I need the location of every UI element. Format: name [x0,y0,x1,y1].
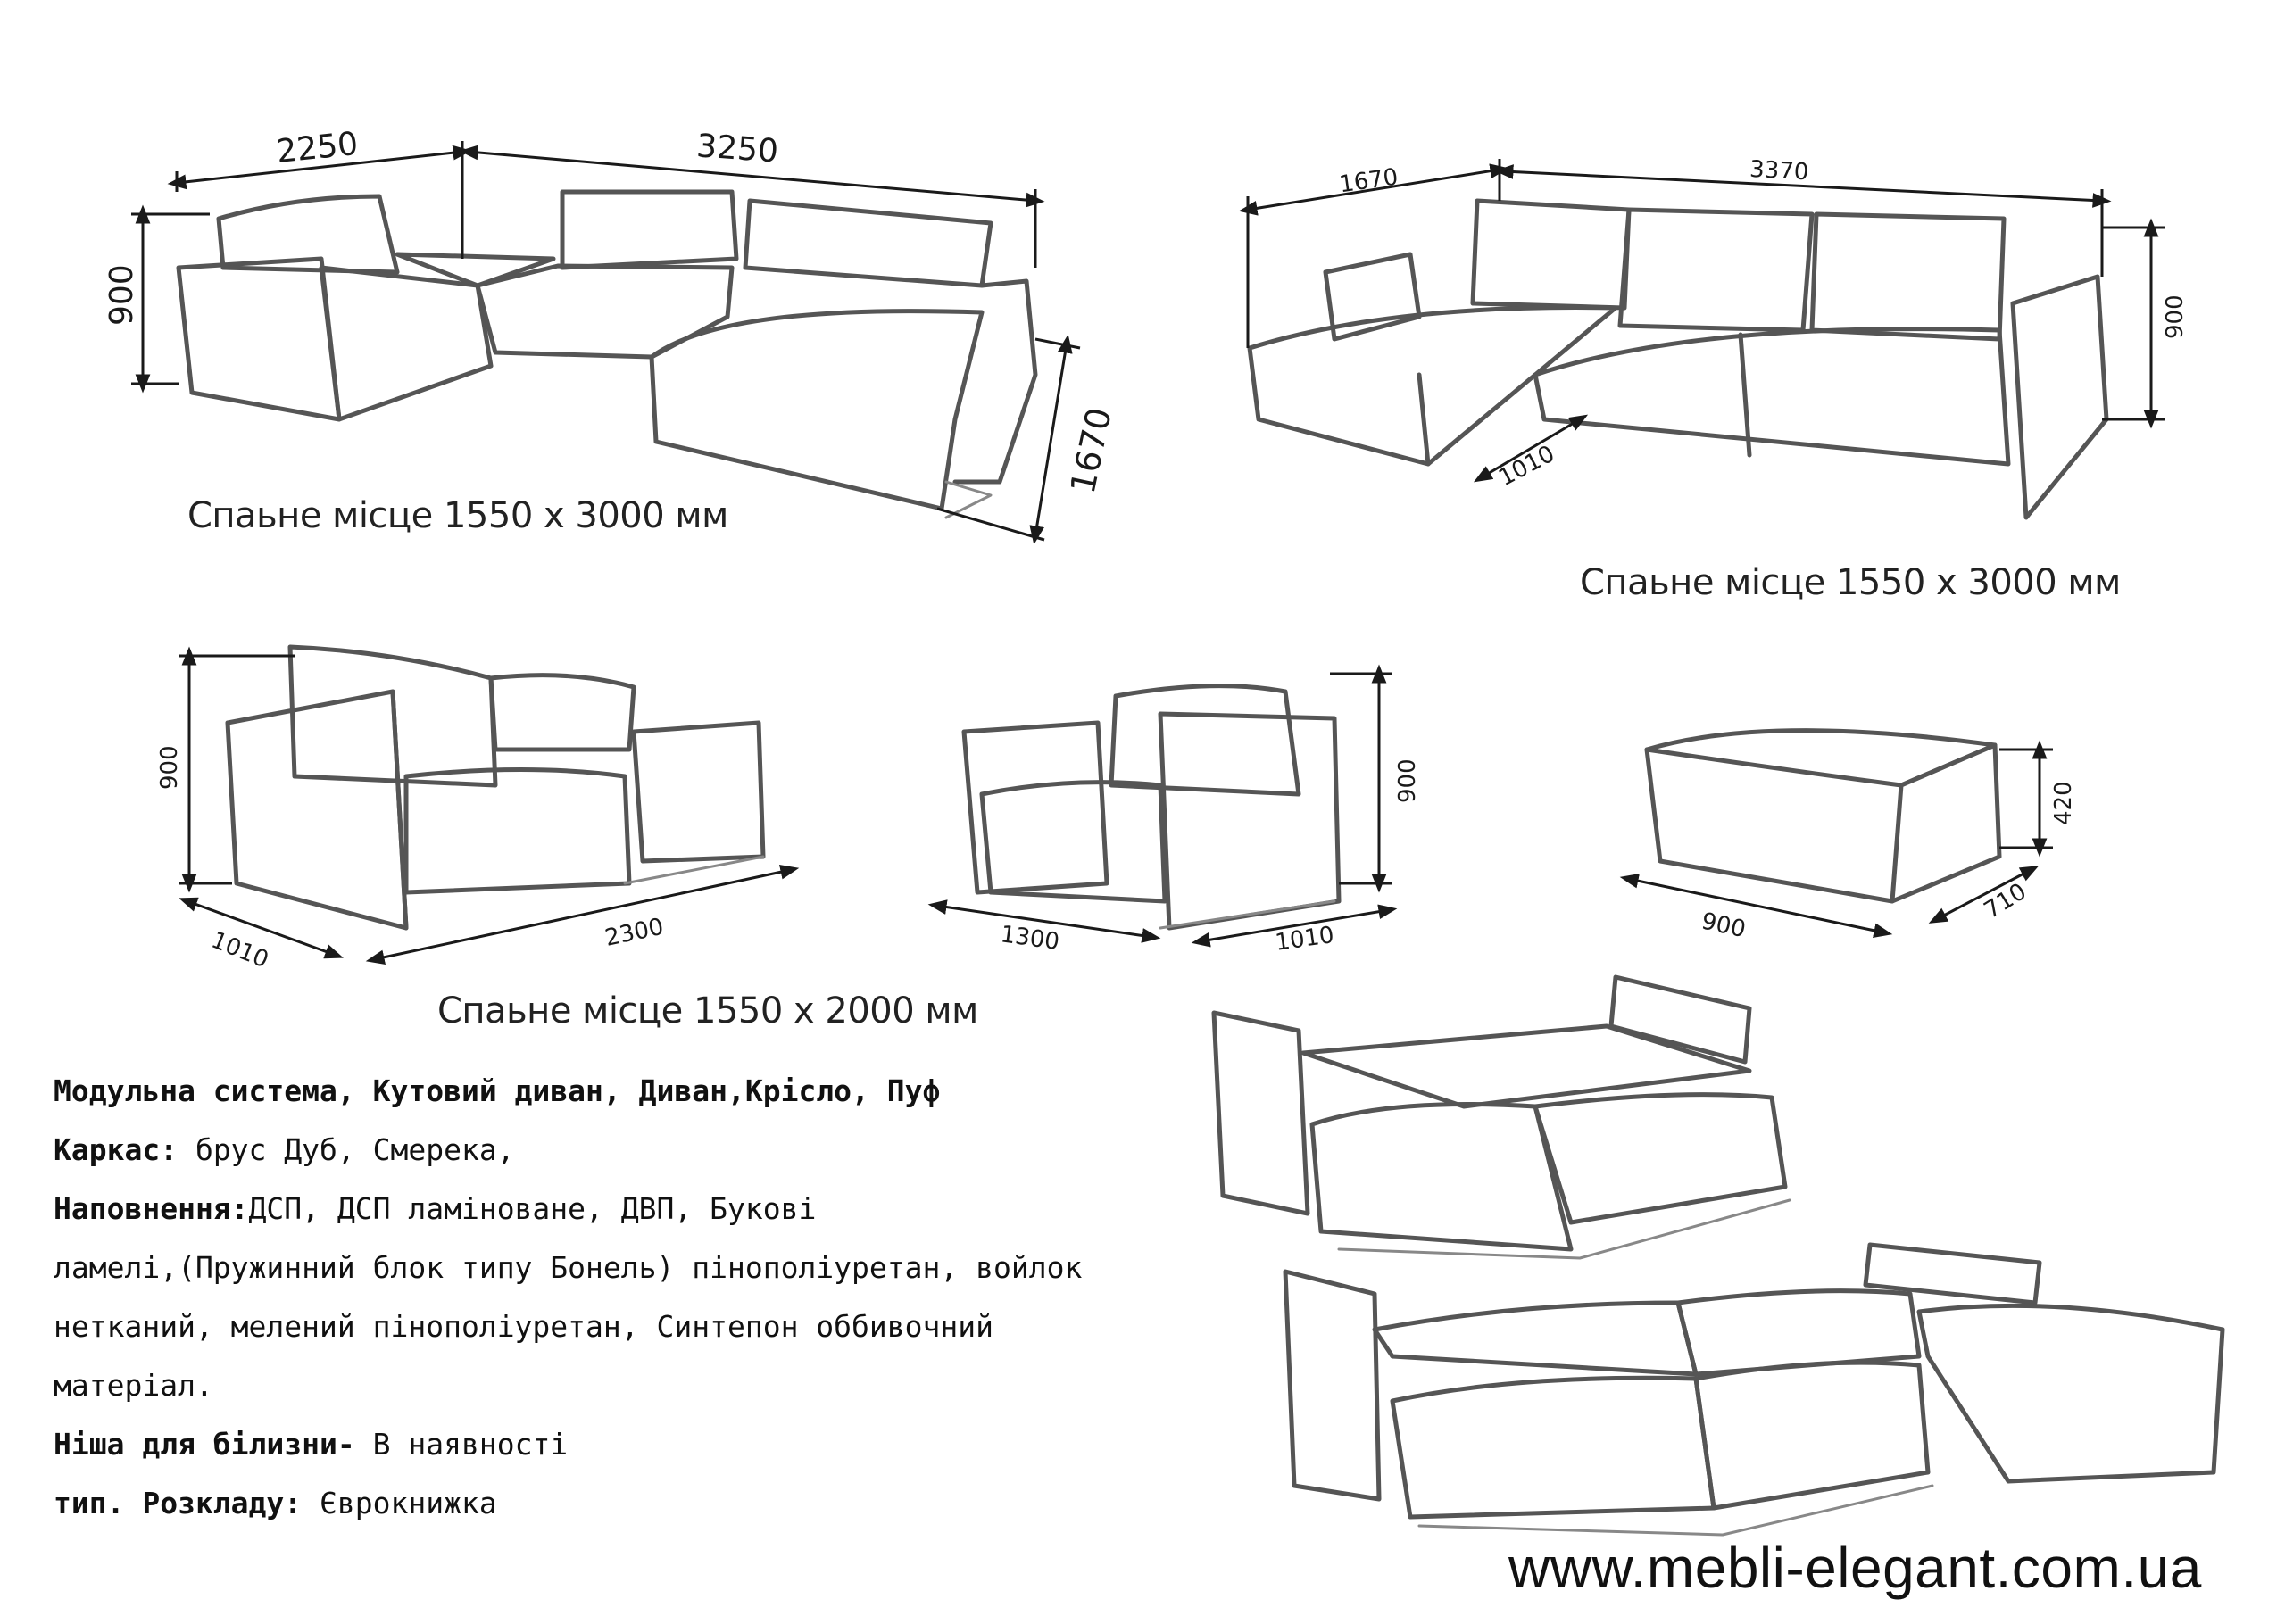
armchair-drawing [961,684,1342,931]
sofa-height-label: 900 [156,745,183,790]
unfolded-corner-sofa-drawing [1283,1242,2225,1537]
spec-frame-value: брус Дуб, Смерека, [178,1132,515,1167]
corner-a-width-left-label: 2250 [275,126,360,170]
sofa-depth-label: 1010 [207,927,272,974]
corner-b-width-right-label: 3370 [1749,156,1809,186]
corner-sofa-a-caption: Спаьне місце 1550 х 3000 мм [187,495,728,536]
armchair-width-label: 1300 [999,921,1061,956]
spec-fill-value-2: ламелі,(Пружинний блок типу Бонель) піно… [54,1250,1083,1285]
pouf-depth-label: 710 [1980,878,2032,924]
spec-fill-value-4: матеріал. [54,1368,213,1403]
corner-sofa-b-caption: Спаьне місце 1550 х 3000 мм [1580,562,2121,603]
corner-b-depth-label: 1010 [1494,441,1559,493]
corner-a-height-label: 900 [104,264,140,326]
spec-niche-label: Ніша для білизни- [54,1427,355,1462]
corner-sofa-a-dimensions: 2250 3250 900 1670 [104,126,1119,545]
spec-fill: Наповнення:ДСП, ДСП ламіноване, ДВП, Бук… [54,1180,1214,1239]
sofa-width-label: 2300 [602,914,666,952]
corner-a-depth-label: 1670 [1063,404,1119,497]
spec-niche: Ніша для білизни- В наявності [54,1415,1214,1474]
pouf-width-label: 900 [1699,908,1749,944]
corner-a-width-right-label: 3250 [695,128,779,170]
spec-product-line: Модульна система, Кутовий диван, Диван,К… [54,1073,941,1108]
pouf-height-label: 420 [2050,781,2077,825]
spec-type-label: тип. Розкладу: [54,1486,303,1520]
sofa-caption: Спаьне місце 1550 х 2000 мм [437,990,978,1032]
sofa-dimensions: 900 1010 2300 [156,646,800,974]
corner-sofa-b-drawing [1247,198,2109,520]
website-url: www.mebli-elegant.com.ua [1508,1536,2202,1600]
spec-niche-value: В наявності [354,1427,569,1462]
specifications: Модульна система, Кутовий диван, Диван,К… [54,1062,1214,1533]
spec-frame: Каркас: брус Дуб, Смерека, [54,1121,1214,1180]
spec-fill-value-3: нетканий, мелений пінополіуретан, Синтеп… [54,1309,993,1344]
unfolded-sofa-drawing [1211,974,1791,1260]
pouf-drawing [1644,728,2002,904]
armchair-height-label: 900 [1394,758,1421,803]
corner-sofa-a-drawing [176,189,1038,519]
spec-frame-label: Каркас: [54,1132,179,1167]
spec-fill-value-1: ДСП, ДСП ламіноване, ДВП, Букові [248,1191,817,1226]
corner-b-width-left-label: 1670 [1338,163,1400,198]
sofa-drawing [225,644,766,931]
corner-b-height-label: 900 [2162,294,2189,339]
spec-type: тип. Розкладу: Єврокнижка [54,1474,1214,1533]
spec-fill-label: Наповнення: [54,1191,249,1226]
spec-type-value: Єврокнижка [302,1486,497,1520]
